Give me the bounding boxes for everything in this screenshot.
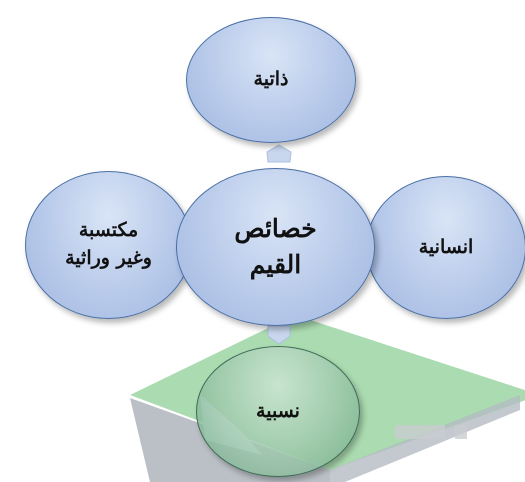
watermark-bar [395, 425, 445, 439]
watermark-bar-small [455, 425, 467, 439]
node-top-label: ذاتية [253, 68, 289, 91]
down-arrow-icon [267, 325, 291, 345]
node-center-text: خصائص القيم [234, 211, 316, 284]
node-center-line2: القيم [249, 250, 302, 279]
up-arrow-icon [266, 144, 292, 163]
node-left: مكتسبة وغير وراثية [25, 171, 192, 319]
node-left-text: مكتسبة وغير وراثية [65, 217, 152, 272]
node-center-line1: خصائص [234, 213, 317, 243]
node-center: خصائص القيم [176, 168, 375, 326]
node-right: انسانية [366, 176, 525, 319]
node-left-line1: مكتسبة [78, 219, 139, 242]
node-top: ذاتية [186, 17, 356, 143]
node-bottom: نسبية [196, 346, 360, 477]
node-bottom-label: نسبية [256, 399, 300, 422]
node-left-line2: وغير وراثية [65, 247, 152, 269]
node-right-label: انسانية [418, 235, 474, 258]
